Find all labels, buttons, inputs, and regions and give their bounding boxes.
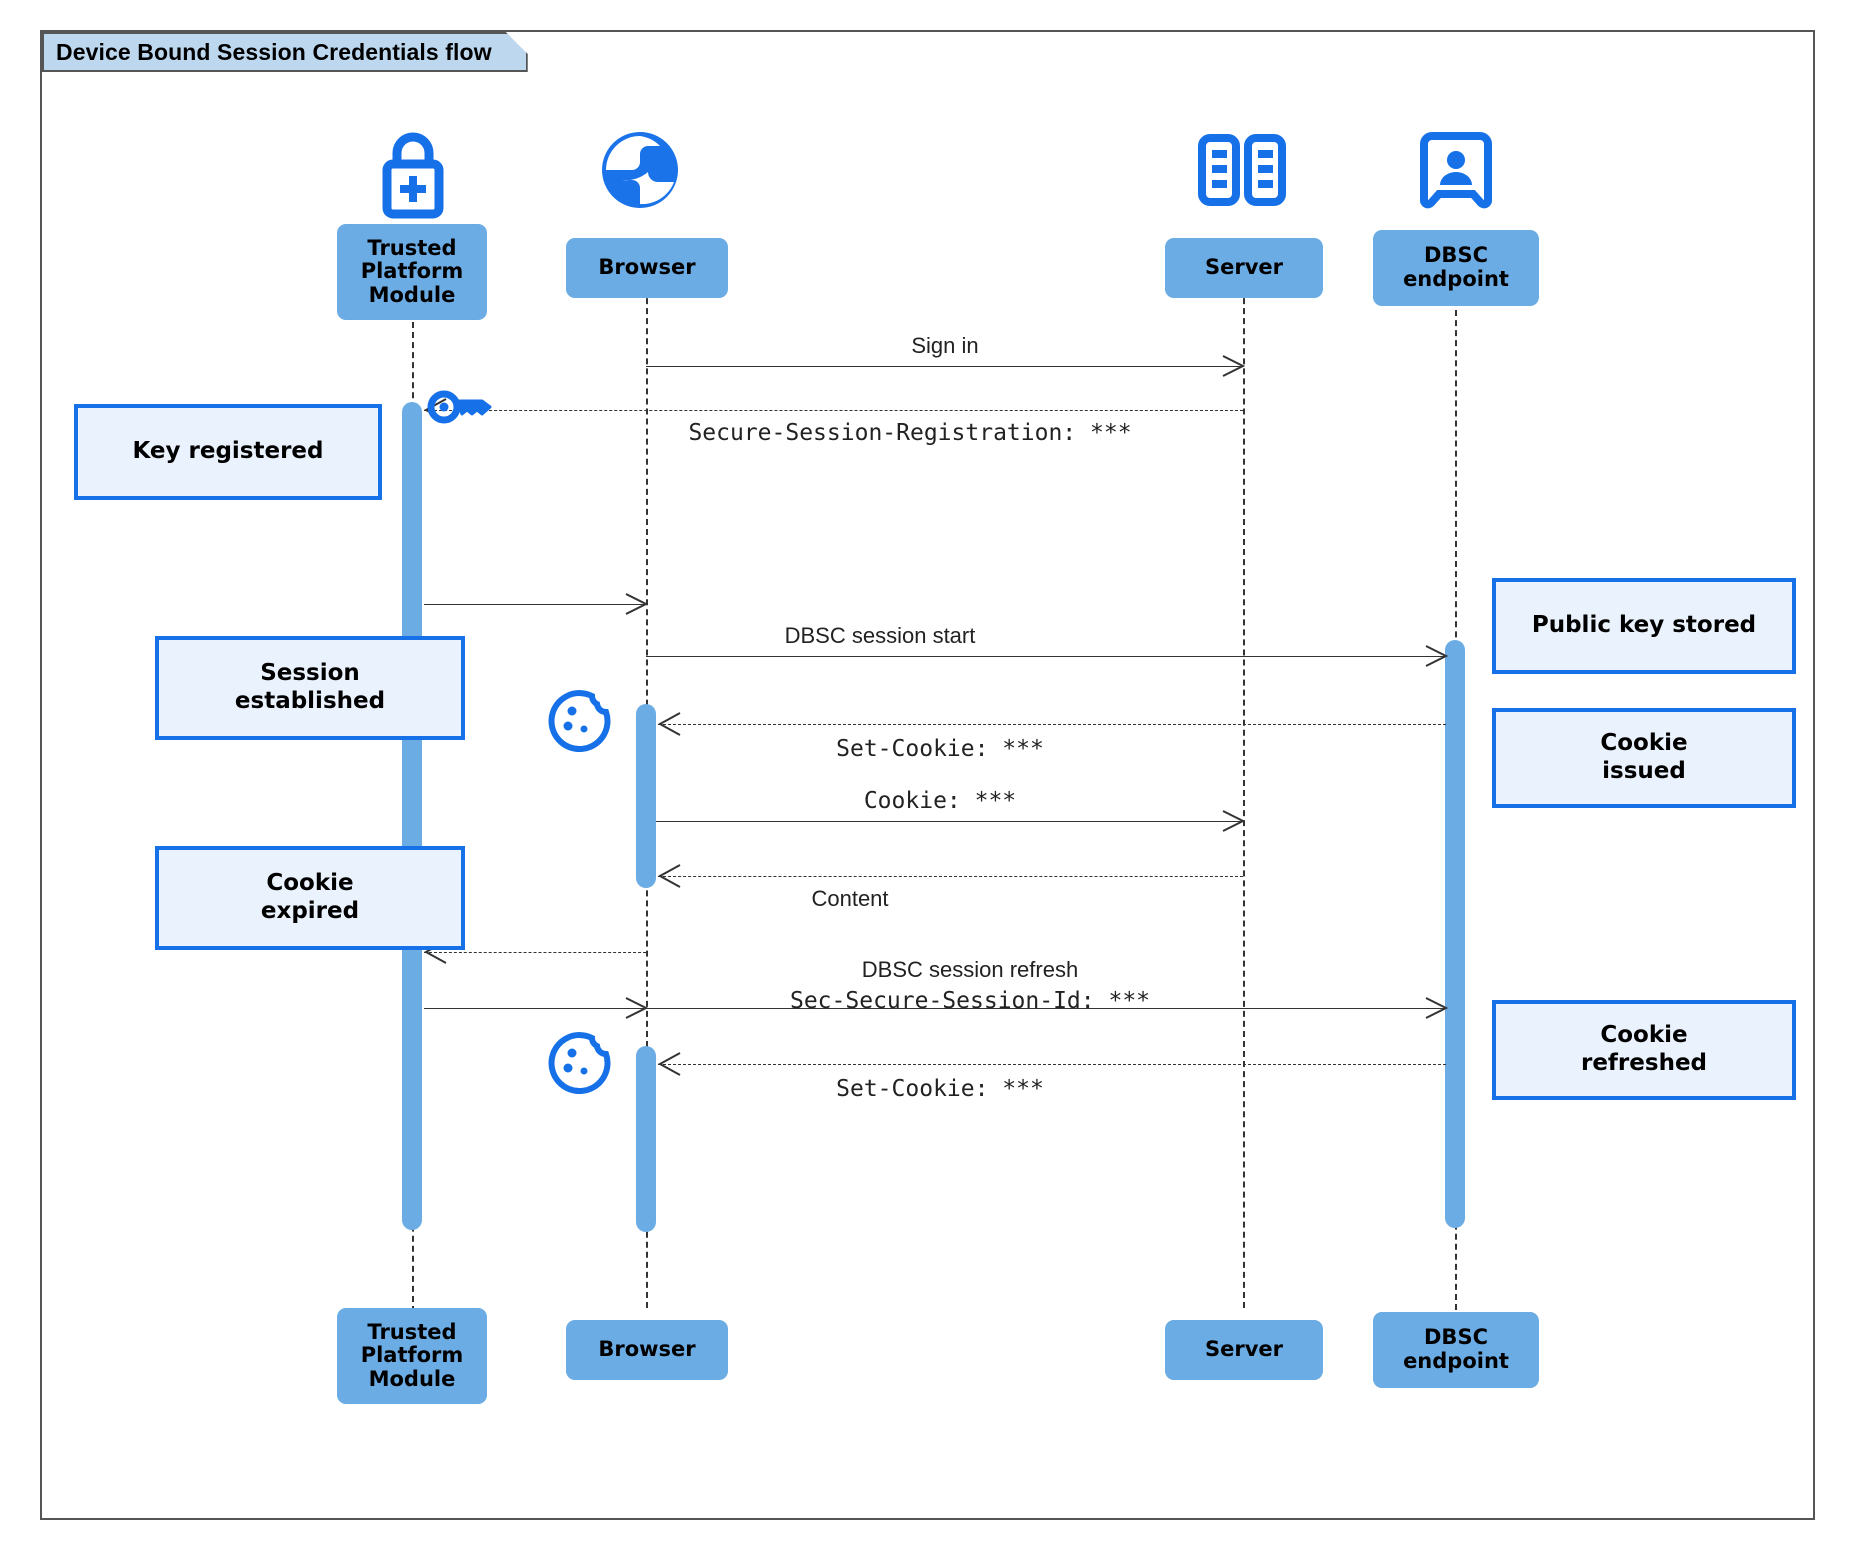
participant-label: Browser — [598, 255, 696, 280]
key-icon — [426, 384, 498, 435]
message-line-sign-in — [646, 366, 1243, 367]
id-badge-icon — [1420, 130, 1492, 217]
participant-label: Server — [1204, 1337, 1283, 1362]
message-line-secure-session-registration — [424, 410, 1243, 411]
note-cookie-expired: Cookie expired — [155, 846, 465, 950]
message-line-dbsc-session-start — [646, 656, 1446, 657]
participant-box-browser-bottom[interactable]: Browser — [566, 1320, 728, 1380]
note-text: Session established — [234, 660, 386, 714]
note-session-established: Session established — [155, 636, 465, 740]
note-text: Cookie expired — [260, 870, 360, 924]
participant-label: Browser — [598, 1337, 696, 1362]
lock-plus-icon — [370, 126, 456, 227]
participant-label: Trusted Platform Module — [360, 235, 464, 307]
message-label-sec-secure-session-id: Sec-Secure-Session-Id: *** — [789, 988, 1151, 1014]
message-line-content — [658, 876, 1243, 877]
note-cookie-issued: Cookie issued — [1492, 708, 1796, 808]
activation-bar-tpm — [402, 402, 422, 1230]
participant-box-tpm-bottom[interactable]: Trusted Platform Module — [337, 1308, 487, 1404]
note-text: Public key stored — [1531, 612, 1757, 639]
message-label-dbsc-session-refresh: DBSC session refresh — [861, 957, 1079, 982]
cookie-icon — [548, 1032, 612, 1101]
message-label-set-cookie-2: Set-Cookie: *** — [836, 1076, 1044, 1102]
participant-box-server-bottom[interactable]: Server — [1165, 1320, 1323, 1380]
note-text: Cookie refreshed — [1580, 1022, 1708, 1076]
activation-bar-browser-2 — [636, 1046, 656, 1232]
message-line-browser-to-tpm-expired — [424, 952, 646, 953]
message-line-tpm-to-browser-key — [424, 604, 646, 605]
message-line-set-cookie-1 — [658, 724, 1446, 725]
message-label-set-cookie-1: Set-Cookie: *** — [836, 736, 1044, 762]
message-label-cookie: Cookie: *** — [863, 788, 1017, 814]
server-rack-icon — [1196, 132, 1288, 213]
activation-bar-browser-1 — [636, 704, 656, 888]
note-text: Cookie issued — [1600, 730, 1688, 784]
participant-box-dbsc-bottom[interactable]: DBSC endpoint — [1373, 1312, 1539, 1388]
message-label-secure-session-registration: Secure-Session-Registration: *** — [688, 420, 1132, 446]
participant-box-browser-top[interactable]: Browser — [566, 238, 728, 298]
participant-label: DBSC endpoint — [1403, 243, 1509, 291]
participant-box-dbsc-top[interactable]: DBSC endpoint — [1373, 230, 1539, 306]
message-line-cookie — [656, 821, 1243, 822]
message-line-dbsc-session-refresh — [424, 1008, 1446, 1009]
diagram-title-tab: Device Bound Session Credentials flow — [42, 32, 528, 72]
participant-label: DBSC endpoint — [1403, 1325, 1509, 1373]
participant-box-tpm-top[interactable]: Trusted Platform Module — [337, 224, 487, 320]
cookie-icon — [548, 690, 612, 759]
activation-bar-dbsc — [1445, 640, 1465, 1228]
note-public-key-stored: Public key stored — [1492, 578, 1796, 674]
participant-box-server-top[interactable]: Server — [1165, 238, 1323, 298]
message-line-set-cookie-2 — [658, 1064, 1446, 1065]
message-label-content: Content — [811, 886, 889, 911]
lifeline-server — [1243, 278, 1245, 1308]
globe-icon — [598, 128, 682, 217]
note-text: Key registered — [132, 438, 324, 465]
note-cookie-refreshed: Cookie refreshed — [1492, 1000, 1796, 1100]
message-label-dbsc-session-start: DBSC session start — [784, 623, 976, 648]
participant-label: Trusted Platform Module — [360, 1319, 464, 1391]
note-key-registered: Key registered — [74, 404, 382, 500]
message-label-sign-in: Sign in — [911, 333, 979, 358]
participant-label: Server — [1204, 255, 1283, 280]
